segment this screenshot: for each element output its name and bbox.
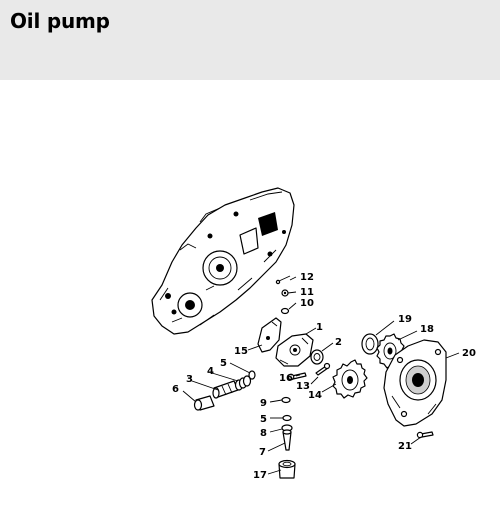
screw-11 [281,289,289,297]
callout-7: 7 [259,447,266,458]
callout-12: 12 [300,272,314,283]
spring-4 [234,375,252,391]
callout-5-lower: 5 [260,414,267,425]
callout-6: 6 [172,384,179,395]
pin-screw-12 [275,275,291,285]
callout-13: 13 [296,381,310,392]
callout-labels: 12 11 10 1 2 15 16 13 14 19 18 20 5 4 3 … [172,272,476,481]
callout-10: 10 [300,298,314,309]
callout-2: 2 [335,337,342,348]
pump-housing-1 [275,333,314,367]
callout-20: 20 [462,348,476,359]
cover-plate-20 [383,339,447,427]
callout-4: 4 [207,366,214,377]
o-ring-9 [281,396,291,404]
screw-16 [287,372,307,381]
o-ring-5-upper [248,370,256,380]
callout-21: 21 [398,441,412,452]
callout-1: 1 [316,322,323,333]
callout-8: 8 [260,428,267,439]
crankcase-housing [151,187,295,335]
callout-18: 18 [420,324,434,335]
screw-13 [315,362,331,376]
callout-11: 11 [300,287,314,298]
callout-9: 9 [260,398,267,409]
callout-14: 14 [308,390,322,401]
screw-21 [416,431,434,439]
callout-15: 15 [234,346,248,357]
bracket-15 [257,317,282,353]
header-bar: Oil pump [0,0,500,80]
callout-3: 3 [186,374,193,385]
plug-6 [193,395,215,411]
callout-19: 19 [398,314,412,325]
bushing-17 [278,459,296,479]
valve-shaft-7 [282,429,292,451]
ring-19 [361,333,379,355]
page-title: Oil pump [10,9,110,33]
washer-10 [280,307,290,315]
worm-gear-14 [332,359,368,399]
o-ring-5-lower [282,414,292,422]
callout-16: 16 [279,373,293,384]
seal-ring-2 [310,349,324,365]
callout-17: 17 [253,470,267,481]
leader-lines [182,276,460,475]
callout-5-upper: 5 [220,358,227,369]
